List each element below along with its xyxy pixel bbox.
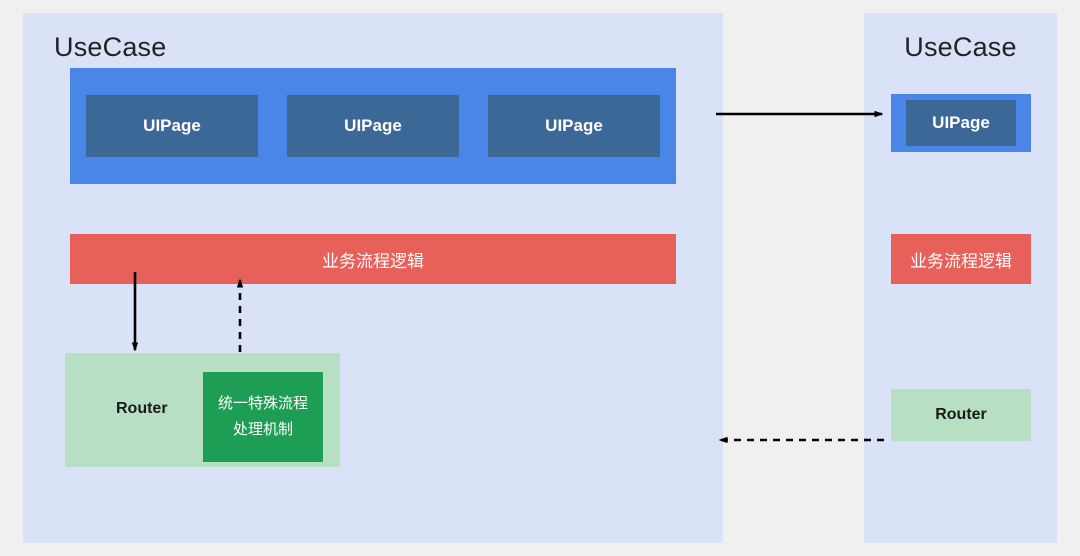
left-panel-title: UseCase bbox=[54, 32, 167, 62]
left-uipage-box-3[interactable]: UIPage bbox=[488, 95, 660, 157]
right-router-box[interactable]: Router bbox=[891, 389, 1031, 441]
right-usecase-panel: UseCase UIPage 业务流程逻辑 Router bbox=[864, 13, 1057, 543]
right-uipage-group: UIPage bbox=[891, 94, 1031, 152]
right-panel-title: UseCase bbox=[904, 32, 1017, 62]
right-business-logic-bar[interactable]: 业务流程逻辑 bbox=[891, 234, 1031, 284]
right-uipage-box-1[interactable]: UIPage bbox=[906, 100, 1016, 146]
left-uipage-box-1[interactable]: UIPage bbox=[86, 95, 258, 157]
special-flow-line-1: 统一特殊流程 bbox=[217, 395, 308, 412]
left-uipage-box-2[interactable]: UIPage bbox=[287, 95, 459, 157]
left-uipage-group: UIPage UIPage UIPage bbox=[70, 68, 676, 184]
left-business-logic-bar[interactable]: 业务流程逻辑 bbox=[70, 234, 676, 284]
left-router-label: Router bbox=[116, 400, 168, 417]
special-flow-box[interactable]: 统一特殊流程 处理机制 bbox=[203, 372, 323, 462]
left-router-box[interactable]: Router 统一特殊流程 处理机制 bbox=[65, 353, 340, 467]
left-usecase-panel: UseCase UIPage UIPage UIPage 业务流程逻辑 Rout… bbox=[23, 13, 723, 543]
special-flow-line-2: 处理机制 bbox=[232, 421, 293, 438]
